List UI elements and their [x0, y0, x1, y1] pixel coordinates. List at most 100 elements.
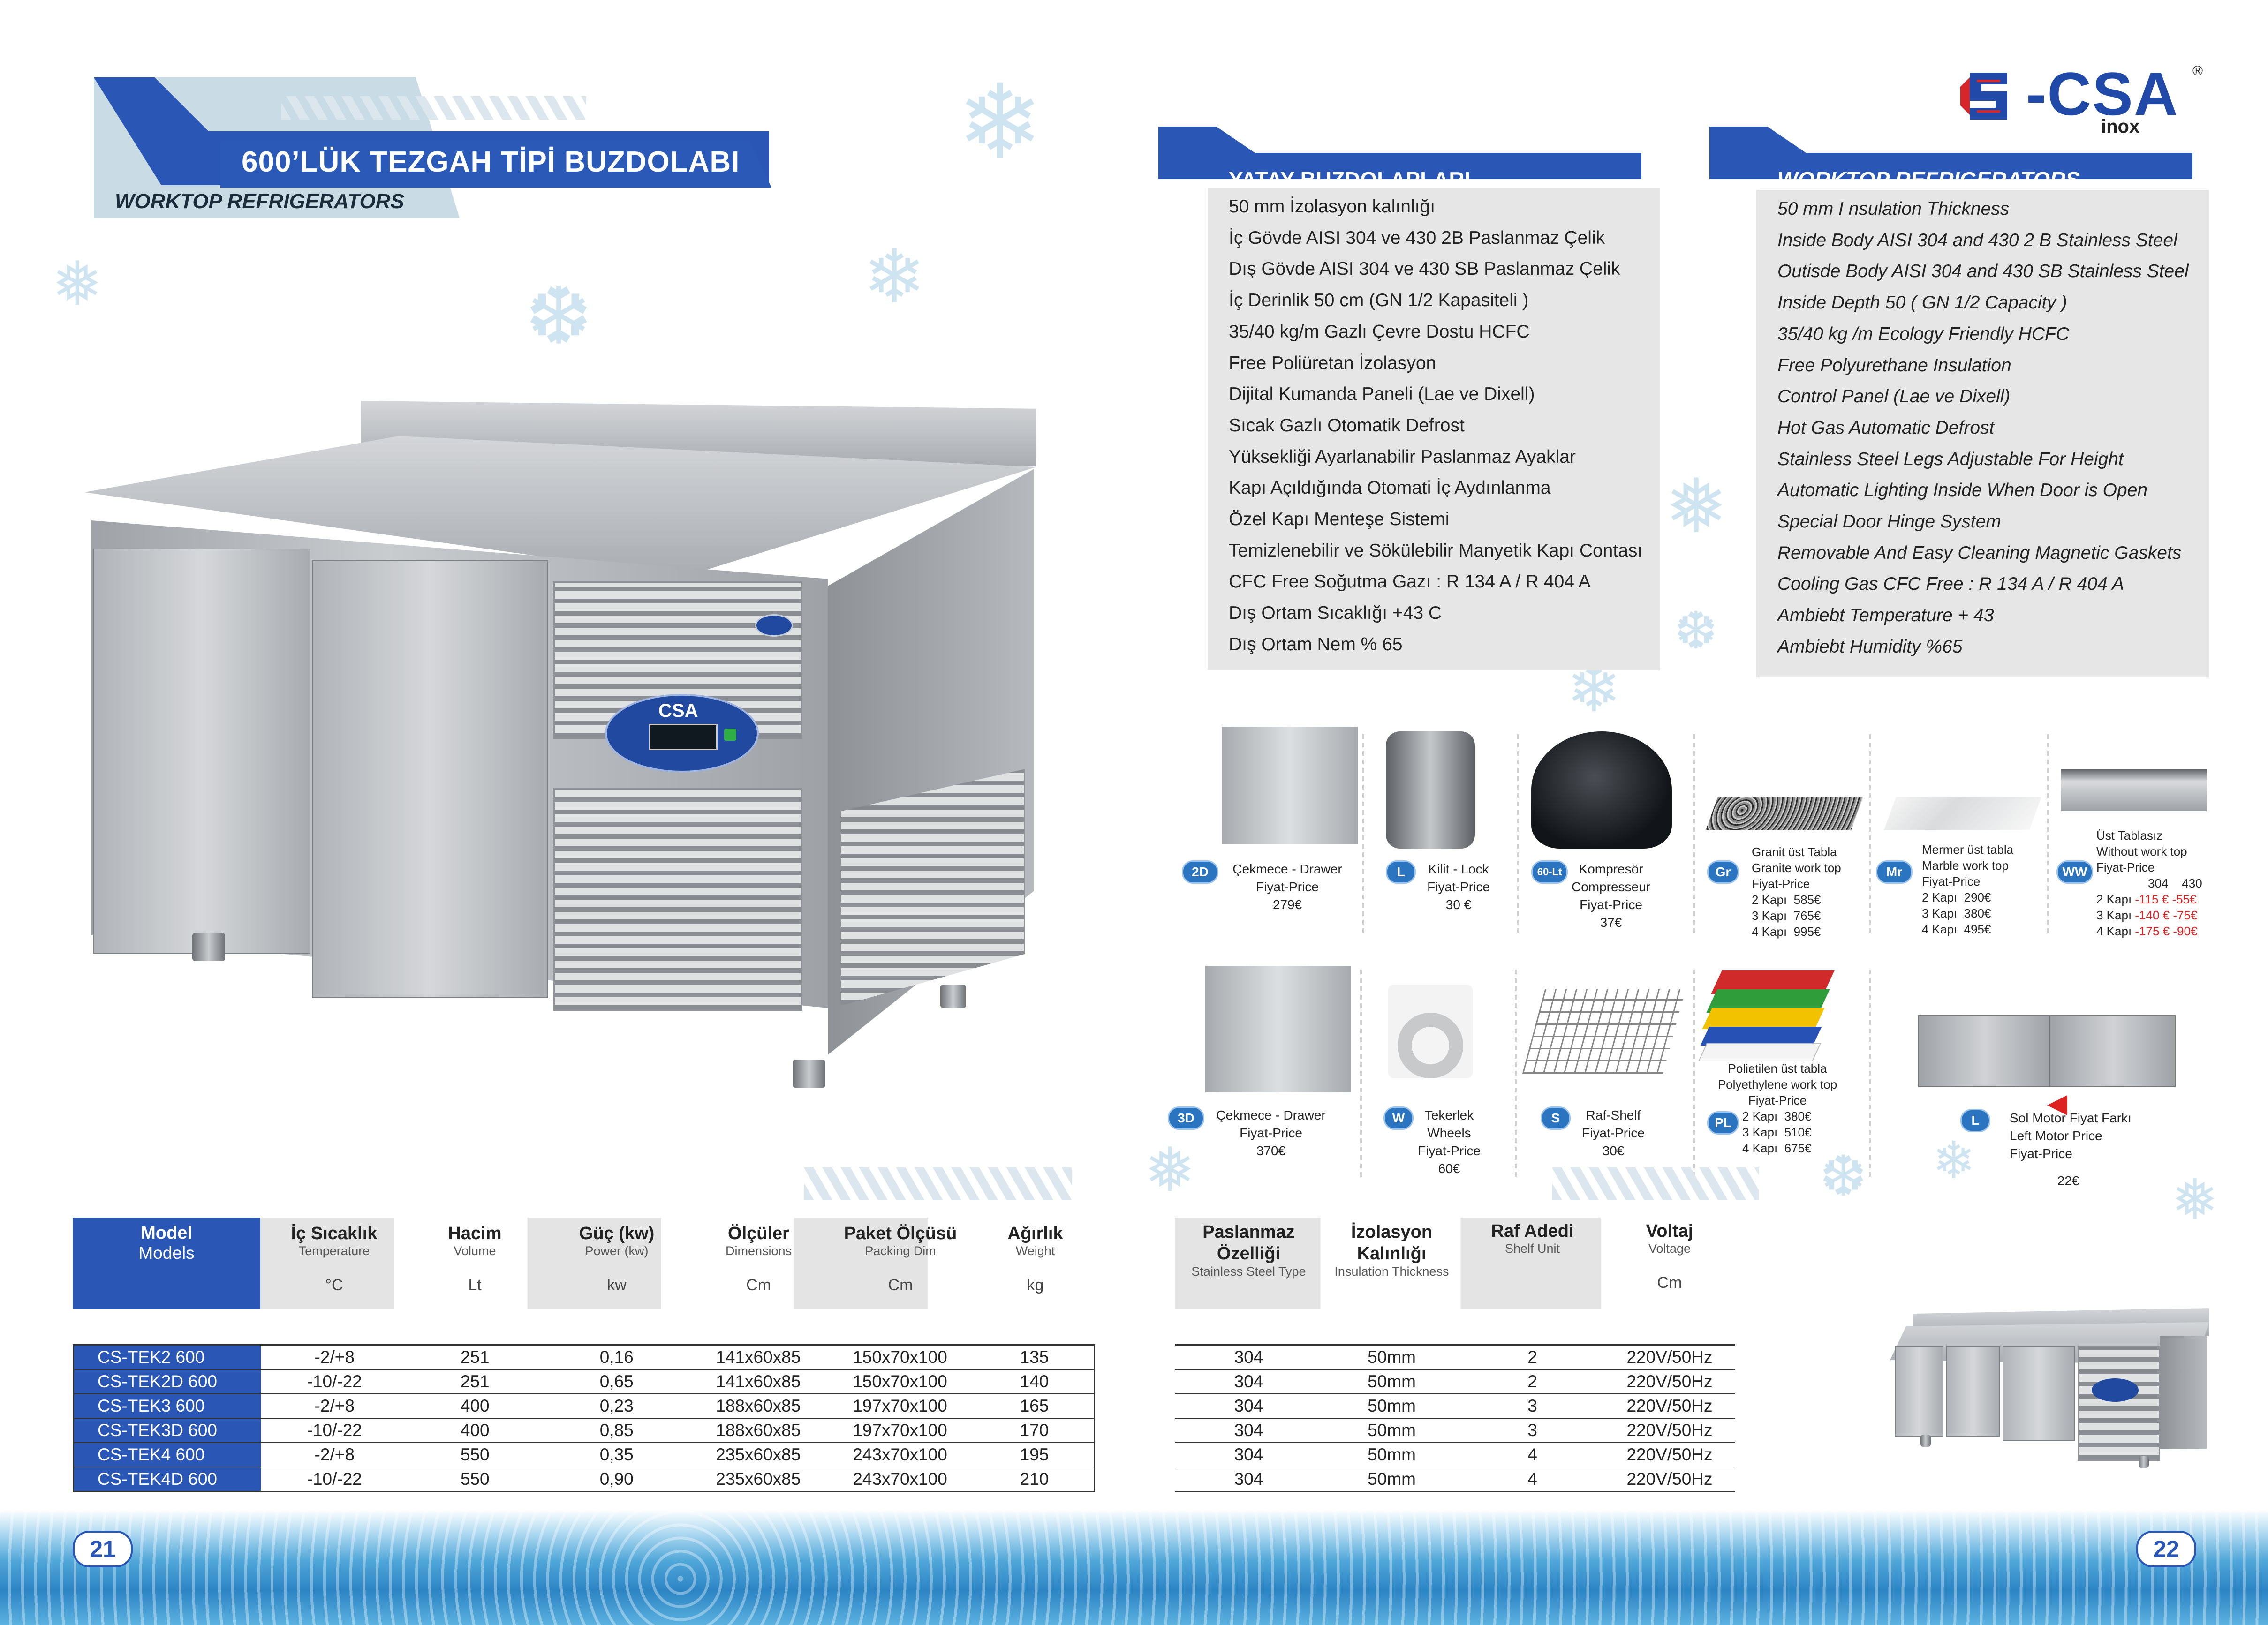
divider	[1693, 966, 1695, 1177]
accessory-label: Without work top	[2096, 844, 2187, 858]
control-panel-brand: CSA	[658, 700, 698, 721]
spec-line: Control Panel (Lae ve Dixell)	[1777, 386, 2011, 407]
cell: 50mm	[1323, 1369, 1461, 1394]
spec-line: Ambiebt Temperature + 43	[1777, 605, 1994, 626]
cell: 188x60x85	[691, 1394, 825, 1419]
cell: 141x60x85	[691, 1369, 825, 1394]
cell: 2	[1461, 1345, 1604, 1370]
accessory-label: Wheels	[1427, 1126, 1471, 1140]
divider	[1869, 966, 1871, 1177]
spec-line: Cooling Gas CFC Free : R 134 A / R 404 A	[1777, 574, 2124, 594]
table-stripes-right	[1552, 1167, 1759, 1200]
door-count: 4 Kapı	[2096, 924, 2132, 938]
price-value: 510€	[1784, 1125, 1812, 1139]
spec-line: Removable And Easy Cleaning Magnetic Gas…	[1777, 542, 2182, 563]
poly-board-yellow	[1702, 1008, 1825, 1029]
th-main: Voltaj	[1646, 1221, 1693, 1241]
accessory-label: Fiyat-Price	[2010, 1146, 2072, 1161]
cell: 304	[1175, 1345, 1323, 1370]
column-labels: 304 430	[2096, 875, 2232, 891]
accessory-drawer-2: Çekmece - Drawer Fiyat-Price 279€	[1210, 860, 1365, 914]
cell: 400	[408, 1418, 542, 1443]
price-value: -175 €	[2135, 924, 2170, 938]
th-weight: Ağırlık Weight kg	[975, 1224, 1095, 1294]
accessory-price: 30 €	[1445, 897, 1472, 912]
cell: 220V/50Hz	[1604, 1369, 1735, 1394]
th-unit: Cm	[888, 1276, 913, 1294]
csa-logo-icon	[1960, 73, 2007, 120]
accessory-left-motor: Sol Motor Fiyat Farkı Left Motor Price F…	[2010, 1109, 2160, 1163]
cell: 220V/50Hz	[1604, 1394, 1735, 1419]
price-value: 675€	[1784, 1141, 1812, 1155]
price-value: 380€	[1784, 1109, 1812, 1123]
accessory-label: Polietilen üst tabla	[1728, 1061, 1827, 1076]
accessory-label: Çekmece - Drawer	[1216, 1108, 1326, 1122]
poly-board-blue	[1700, 1027, 1822, 1046]
accessory-label: Tekerlek	[1424, 1108, 1474, 1122]
cell: 50mm	[1323, 1394, 1461, 1419]
price-value: 380€	[1964, 906, 1991, 920]
accessory-label: Çekmece - Drawer	[1232, 862, 1342, 876]
cell: 197x70x100	[825, 1394, 975, 1419]
price-value: 585€	[1793, 893, 1821, 907]
th-dimensions: Ölçüler Dimensions Cm	[692, 1224, 825, 1294]
small-fridge-side	[2160, 1336, 2207, 1449]
accessory-price: 60€	[1438, 1161, 1460, 1176]
price-row: 2 Kapı 380€	[1742, 1108, 1845, 1124]
header-band	[1175, 1218, 1735, 1309]
cell: 3	[1461, 1394, 1604, 1419]
cell: 50mm	[1323, 1418, 1461, 1443]
registered-mark: ®	[2192, 63, 2203, 79]
spec-line: Dış Gövde AISI 304 ve 430 SB Paslanmaz Ç…	[1229, 259, 1620, 279]
accessory-label: Sol Motor Fiyat Farkı	[2010, 1111, 2132, 1125]
price-value: -140 €	[2135, 908, 2170, 922]
cell: -2/+8	[260, 1345, 408, 1370]
spec-line: Özel Kapı Menteşe Sistemi	[1229, 509, 1450, 530]
accessory-label: Fiyat-Price	[1582, 1126, 1645, 1140]
cell: 235x60x85	[716, 1469, 801, 1489]
accessory-label: Left Motor Price	[2010, 1128, 2102, 1143]
badge-compressor: 60-Lt	[1531, 860, 1568, 884]
price-row: 3 Kapı 765€	[1752, 908, 1860, 924]
door-count: 3 Kapı	[2096, 908, 2132, 922]
banner-blue-band-lower	[220, 141, 771, 188]
cell-model: CS-TEK2 600	[73, 1345, 261, 1370]
cell-model: CS-TEK3D 600	[73, 1418, 261, 1443]
cell: 304	[1175, 1443, 1323, 1467]
cell: -10/-22	[260, 1369, 408, 1394]
fridge-door-left	[93, 549, 310, 954]
control-panel: CSA	[605, 694, 759, 773]
small-fridge-door	[1946, 1346, 2000, 1437]
price-row: 4 Kapı 675€	[1742, 1140, 1845, 1156]
snowflake-icon: ❅	[1665, 462, 1728, 550]
spec-line: CFC Free Soğutma Gazı : R 134 A / R 404 …	[1229, 572, 1591, 592]
cell: 220V/50Hz	[1604, 1418, 1735, 1443]
snowflake-icon: ❄	[1932, 1130, 1976, 1190]
badge-2d: 2D	[1182, 860, 1218, 884]
cell: 0,16	[542, 1345, 692, 1370]
cell: 197x70x100	[825, 1418, 975, 1443]
th-main: Paslanmaz Özelliği	[1202, 1222, 1295, 1264]
compressor-image	[1531, 731, 1672, 849]
small-fridge-door	[1895, 1346, 1943, 1437]
snowflake-icon: ❅	[1144, 1134, 1195, 1205]
spec-line: Stainless Steel Legs Adjustable For Heig…	[1777, 449, 2124, 469]
cell: 304	[1175, 1369, 1323, 1394]
logo-inox: inox	[2101, 116, 2140, 137]
th-volume: Hacim Volume Lt	[408, 1224, 542, 1294]
small-fridge-door	[2003, 1346, 2075, 1441]
badge-without-top: WW	[2056, 860, 2093, 884]
snowflake-icon: ❄	[863, 233, 926, 320]
cell: 304	[1234, 1469, 1263, 1489]
cell: 140	[975, 1369, 1095, 1394]
spec-line: Sıcak Gazlı Otomatik Defrost	[1229, 415, 1465, 436]
th-sub: Shelf Unit	[1504, 1241, 1560, 1256]
spec-line: Outisde Body AISI 304 and 430 SB Stainle…	[1777, 261, 2189, 282]
shelf-image	[1522, 989, 1686, 1074]
th-main: Raf Adedi	[1491, 1221, 1574, 1241]
accessory-polyethylene: Polietilen üst tabla Polyethylene work t…	[1698, 1061, 1857, 1108]
accessory-lock: Kilit - Lock Fiyat-Price 30 €	[1388, 860, 1529, 914]
th-sub: Packing Dim	[865, 1244, 936, 1258]
